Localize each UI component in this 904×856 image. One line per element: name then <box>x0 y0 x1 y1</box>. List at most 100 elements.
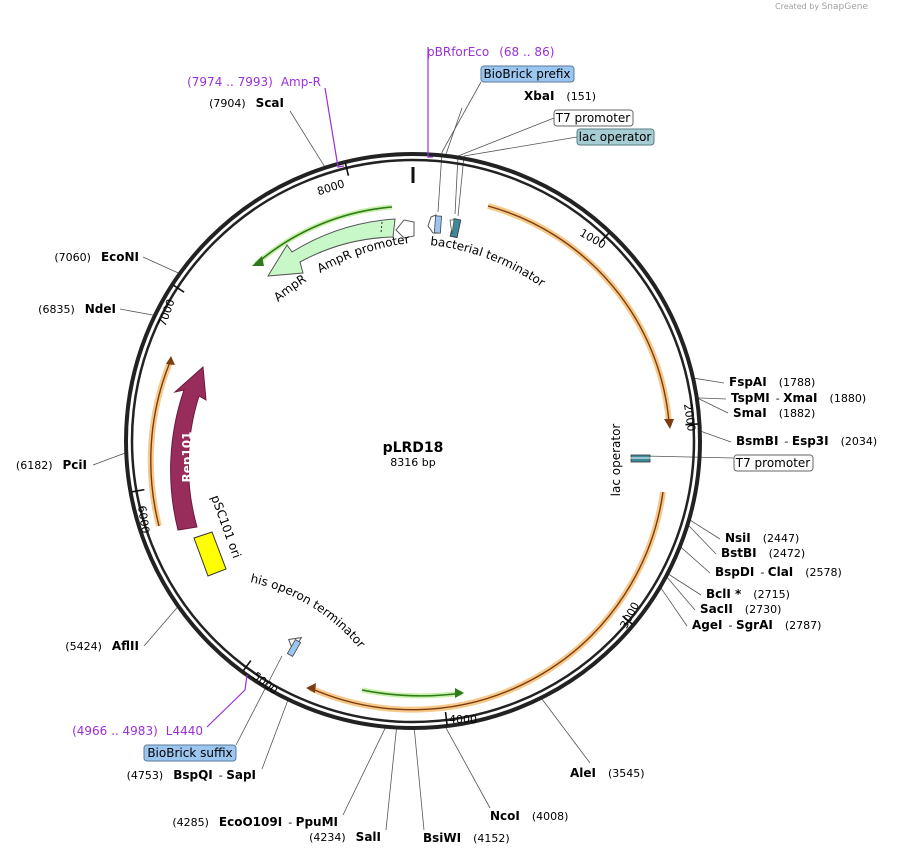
site-sacii-name: SacII <box>700 602 733 616</box>
site-econi[interactable]: (7060)EcoNI <box>54 250 139 264</box>
site-smai-pos: (1882) <box>779 407 816 420</box>
site-xbai-name: XbaI <box>524 89 554 103</box>
svg-text:T7 promoter: T7 promoter <box>555 111 631 125</box>
snapgene-branding: Created by SnapGene <box>775 2 868 12</box>
site-aflii-pos: (5424) <box>65 640 102 653</box>
rep101-feature[interactable] <box>170 365 207 531</box>
orf-green-top <box>252 204 393 266</box>
tick-1000 <box>599 232 610 243</box>
his-terminator-feature[interactable] <box>285 633 303 657</box>
primer-pbrforeco-label: pBRforEco(68 .. 86) <box>427 45 554 59</box>
lac-operator-feature[interactable] <box>630 454 651 463</box>
box-connector-t7-top <box>457 117 555 157</box>
callout-pcii <box>92 452 126 466</box>
site-ncoi[interactable]: NcoI(4008) <box>490 809 568 823</box>
primer-amp-r[interactable]: (7974 .. 7993)Amp-R <box>187 75 345 168</box>
site-scai[interactable]: (7904) ScaI <box>209 96 284 110</box>
site-sali[interactable]: (4234) SalI <box>309 830 381 844</box>
backbone-inner <box>130 158 696 724</box>
site-nsii-pos: (2447) <box>763 532 800 545</box>
ampr-promoter-feature[interactable] <box>395 219 415 239</box>
callout-ndei <box>119 308 154 316</box>
site-bcli[interactable]: BclI *(2715) <box>706 587 790 601</box>
site-bcli-pos: (2715) <box>753 588 790 601</box>
callout-alei <box>541 698 591 764</box>
site-scai-name: ScaI <box>256 96 284 110</box>
site-sacii[interactable]: SacII (2730) <box>700 602 781 616</box>
site-bspqi[interactable]: (4753)BspQI- SapI <box>127 768 256 782</box>
site-xbai[interactable]: XbaI(151) <box>524 89 596 103</box>
primer-pbrforeco[interactable]: pBRforEco(68 .. 86) <box>427 45 554 158</box>
site-bsmbi-name: Esp3I <box>792 434 829 448</box>
site-nsii-name: NsiI <box>725 531 751 545</box>
box-biobrick-prefix[interactable]: BioBrick prefix <box>480 65 575 83</box>
site-alei-name: AleI <box>570 766 596 780</box>
site-eco0109i-name: PpuMI <box>296 815 338 829</box>
site-bspdi[interactable]: BspDI- ClaI(2578) <box>715 565 842 579</box>
box-connector-t7-right <box>644 455 735 459</box>
site-alei[interactable]: AleI (3545) <box>570 766 645 780</box>
tick-4000 <box>444 711 448 726</box>
site-bstbi-name: BstBI <box>721 546 757 560</box>
primer-l4440[interactable]: (4966 .. 4983)L4440 <box>72 674 248 738</box>
orf-arc-left <box>147 356 175 527</box>
callout-aflii <box>143 606 178 647</box>
site-ndei[interactable]: (6835)NdeI <box>38 302 116 316</box>
site-scai-pos: (7904) <box>209 97 246 110</box>
backbone-outer <box>124 152 702 730</box>
restriction-site-labels: XbaI(151) FspAI(1788) TspMI- XmaI(1880)Sma… <box>16 89 877 845</box>
site-aflii[interactable]: (5424)AflII <box>65 639 139 653</box>
bacterial-terminator-feature[interactable] <box>427 214 462 239</box>
box-lac-operator-top[interactable]: lac operator <box>576 128 655 146</box>
callout-scai <box>289 110 326 168</box>
plasmid-name: pLRD18 <box>383 440 444 456</box>
plasmid-length: 8316 bp <box>390 456 435 469</box>
tick-7000 <box>172 284 185 293</box>
site-pcii[interactable]: (6182)PciI <box>16 458 87 472</box>
site-nsii[interactable]: NsiI (2447) <box>725 531 799 545</box>
primer-l4440-label: (4966 .. 4983)L4440 <box>72 724 203 738</box>
site-fspai-name: FspAI <box>729 375 767 389</box>
created-by-text: Created by <box>775 2 820 11</box>
bacterial-terminator-label: bacterial terminator <box>430 234 548 290</box>
site-agei[interactable]: AgeI- SgrAI(2787) <box>692 618 821 632</box>
psc101-ori-feature[interactable] <box>193 531 227 577</box>
site-sali-name: SalI <box>356 830 381 844</box>
site-tspmi[interactable]: TspMI- XmaI(1880) <box>731 391 866 405</box>
box-connector-biobrick-suffix <box>235 655 283 746</box>
connector-t7-feature <box>454 155 459 215</box>
callout-smai <box>697 397 729 414</box>
ampr-feature[interactable] <box>267 218 396 277</box>
site-bsmbi[interactable]: BsmBI- Esp3I(2034) <box>736 434 877 448</box>
ampr-label: AmpR <box>271 272 309 305</box>
site-bspdi-pos: (2578) <box>805 566 842 579</box>
tick-8000 <box>344 162 350 176</box>
box-connector-lac-op-top <box>463 136 578 157</box>
box-t7-promoter-right[interactable]: T7 promoter <box>733 454 814 472</box>
site-bstbi[interactable]: BstBI(2472) <box>721 546 805 560</box>
callout-nsii <box>689 519 721 540</box>
box-t7-promoter-top[interactable]: T7 promoter <box>553 109 634 127</box>
lac-operator-label: lac operator <box>609 424 623 497</box>
site-alei-pos: (3545) <box>608 767 645 780</box>
site-eco0109i[interactable]: (4285)EcoO109I- PpuMI <box>172 815 338 829</box>
box-biobrick-suffix[interactable]: BioBrick suffix <box>143 744 237 762</box>
tick-label-2000: 2000 <box>681 403 698 433</box>
site-pcii-name: PciI <box>63 458 88 472</box>
tick-label-6000: 6000 <box>135 505 152 535</box>
site-smai[interactable]: SmaI(1882) <box>733 406 815 420</box>
tick-3000 <box>622 615 634 625</box>
site-sacii-pos: (2730) <box>745 603 782 616</box>
site-tspmi-name: XmaI <box>783 391 817 405</box>
site-bsiwi[interactable]: BsiWI(4152) <box>423 831 510 845</box>
callout-bstbi <box>688 524 717 555</box>
callout-agei <box>660 587 688 627</box>
site-fspai[interactable]: FspAI(1788) <box>729 375 815 389</box>
primer-amp-r-label: (7974 .. 7993)Amp-R <box>187 75 321 89</box>
site-sali-pos: (4234) <box>309 831 346 844</box>
site-bsiwi-name: BsiWI <box>423 831 461 845</box>
svg-text:T7 promoter: T7 promoter <box>735 456 811 470</box>
callout-lines <box>92 81 735 831</box>
tick-5000 <box>242 660 252 672</box>
